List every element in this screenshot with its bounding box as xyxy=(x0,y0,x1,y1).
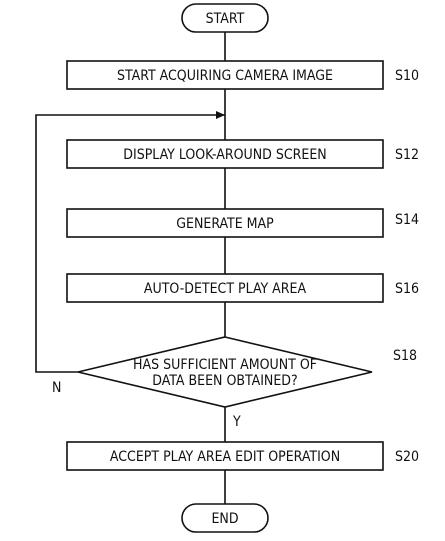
step-s20: ACCEPT PLAY AREA EDIT OPERATION S20 xyxy=(66,441,419,471)
step-s10: START ACQUIRING CAMERA IMAGE S10 xyxy=(66,60,419,90)
start-terminal: START xyxy=(181,3,269,33)
step-s20-text: ACCEPT PLAY AREA EDIT OPERATION xyxy=(110,449,340,465)
step-s10-id: S10 xyxy=(395,68,419,84)
step-s14-text: GENERATE MAP xyxy=(176,216,274,232)
decision-yes-label: Y xyxy=(232,414,241,430)
decision-s18: HAS SUFFICIENT AMOUNT OF DATA BEEN OBTAI… xyxy=(52,336,417,430)
step-s10-text: START ACQUIRING CAMERA IMAGE xyxy=(117,68,333,84)
step-s14-id: S14 xyxy=(395,212,419,228)
step-s16: AUTO-DETECT PLAY AREA S16 xyxy=(66,273,419,303)
step-s20-id: S20 xyxy=(395,449,419,465)
step-s12: DISPLAY LOOK-AROUND SCREEN S12 xyxy=(66,139,419,169)
decision-no-label: N xyxy=(52,380,61,396)
decision-line-1: HAS SUFFICIENT AMOUNT OF xyxy=(133,357,317,373)
step-s12-text: DISPLAY LOOK-AROUND SCREEN xyxy=(123,147,326,163)
end-label: END xyxy=(211,511,238,527)
end-terminal: END xyxy=(181,503,269,533)
start-label: START xyxy=(206,11,245,27)
decision-s18-id: S18 xyxy=(393,348,417,364)
decision-line-2: DATA BEEN OBTAINED? xyxy=(152,373,297,389)
step-s14: GENERATE MAP S14 xyxy=(66,208,419,238)
step-s16-text: AUTO-DETECT PLAY AREA xyxy=(144,281,307,297)
step-s12-id: S12 xyxy=(395,147,419,163)
step-s16-id: S16 xyxy=(395,281,419,297)
loop-back-arrow xyxy=(35,111,225,373)
